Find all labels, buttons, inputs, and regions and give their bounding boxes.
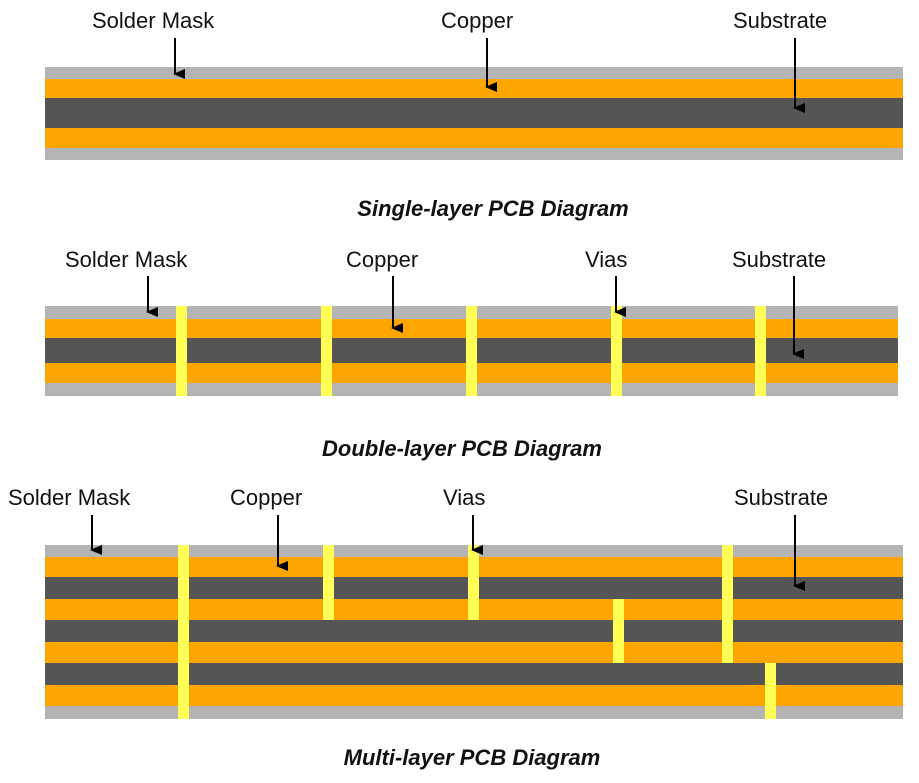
caption-multi-layer: Multi-layer PCB Diagram [344, 745, 601, 770]
label-solder-mask: Solder Mask [65, 247, 188, 272]
label-copper: Copper [230, 485, 302, 510]
multi-layer-diagram: Solder Mask Copper Vias Substrate Multi-… [8, 485, 903, 770]
copper-layer-bottom [45, 128, 903, 148]
substrate-layer-3 [45, 663, 903, 685]
via [176, 306, 187, 396]
solder-mask-bottom [45, 148, 903, 160]
via-buried [613, 599, 624, 663]
substrate-layer-2 [45, 620, 903, 642]
label-copper: Copper [441, 8, 513, 33]
via [611, 306, 622, 396]
caption-double-layer: Double-layer PCB Diagram [322, 436, 602, 461]
label-substrate: Substrate [734, 485, 828, 510]
solder-mask-top [45, 67, 903, 79]
via-blind-bottom [765, 663, 776, 719]
label-copper: Copper [346, 247, 418, 272]
copper-layer-3 [45, 642, 903, 663]
label-substrate: Substrate [733, 8, 827, 33]
via-blind [722, 545, 733, 663]
multi-layer-board [45, 545, 903, 719]
double-layer-diagram: Solder Mask Copper Vias Substrate Double… [45, 247, 898, 461]
caption-single-layer: Single-layer PCB Diagram [357, 196, 628, 221]
single-layer-diagram: Solder Mask Copper Substrate Single-laye… [45, 8, 903, 221]
label-vias: Vias [443, 485, 485, 510]
label-solder-mask: Solder Mask [8, 485, 131, 510]
single-layer-board [45, 67, 903, 160]
copper-layer-top [45, 79, 903, 98]
via [466, 306, 477, 396]
label-substrate: Substrate [732, 247, 826, 272]
via-blind [323, 545, 334, 620]
copper-layer-4 [45, 685, 903, 706]
solder-mask-bottom [45, 706, 903, 719]
via-blind [468, 545, 479, 620]
substrate-layer [45, 98, 903, 128]
label-solder-mask: Solder Mask [92, 8, 215, 33]
via-through-hole [178, 545, 189, 719]
label-vias: Vias [585, 247, 627, 272]
double-layer-board [45, 306, 898, 396]
via [321, 306, 332, 396]
via [755, 306, 766, 396]
